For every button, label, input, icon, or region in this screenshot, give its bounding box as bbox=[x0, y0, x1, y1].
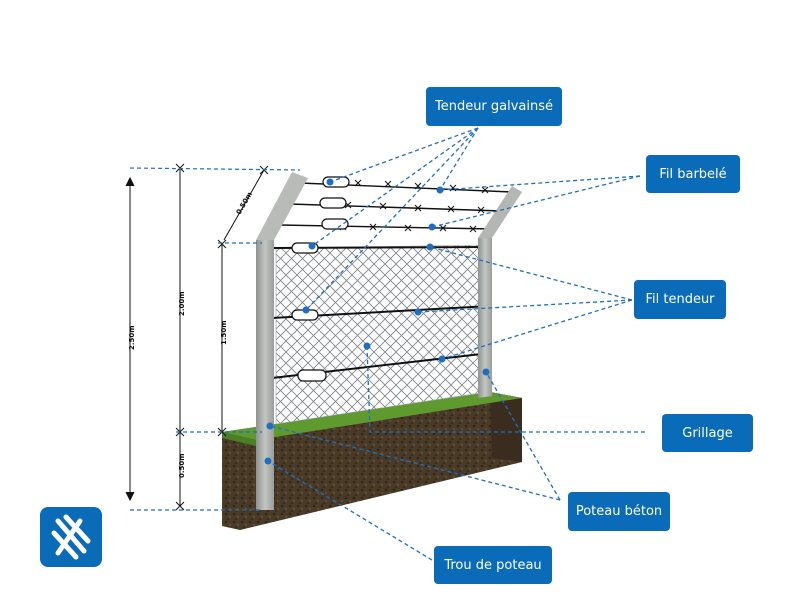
label-grillage: Grillage bbox=[662, 414, 753, 452]
dim-total-height: 2.50m bbox=[128, 325, 136, 350]
label-fil-barbele: Fil barbelé bbox=[646, 155, 740, 193]
dim-mesh-height: 1.50m bbox=[220, 320, 228, 345]
reference-dashes bbox=[129, 167, 301, 511]
brand-logo bbox=[40, 507, 102, 567]
mesh-panel bbox=[275, 244, 487, 425]
label-fil-tendeur: Fil tendeur bbox=[634, 280, 726, 319]
leader-lines bbox=[267, 127, 645, 561]
barbed-wires bbox=[279, 182, 513, 230]
brand-logo-icon bbox=[51, 514, 91, 560]
right-post bbox=[478, 186, 522, 398]
left-post bbox=[256, 172, 308, 510]
dim-arm-length: 0.50m bbox=[235, 191, 254, 216]
label-trou-de-poteau: Trou de poteau bbox=[434, 546, 552, 584]
grass-layer bbox=[222, 392, 522, 440]
dim-underground: 0.50m bbox=[178, 453, 186, 478]
dim-above-ground: 2.00m bbox=[178, 291, 186, 316]
label-tendeur-galvanise: Tendeur galvainsé bbox=[426, 87, 562, 126]
leader-dots bbox=[264, 178, 490, 465]
label-poteau-beton: Poteau béton bbox=[568, 492, 670, 531]
